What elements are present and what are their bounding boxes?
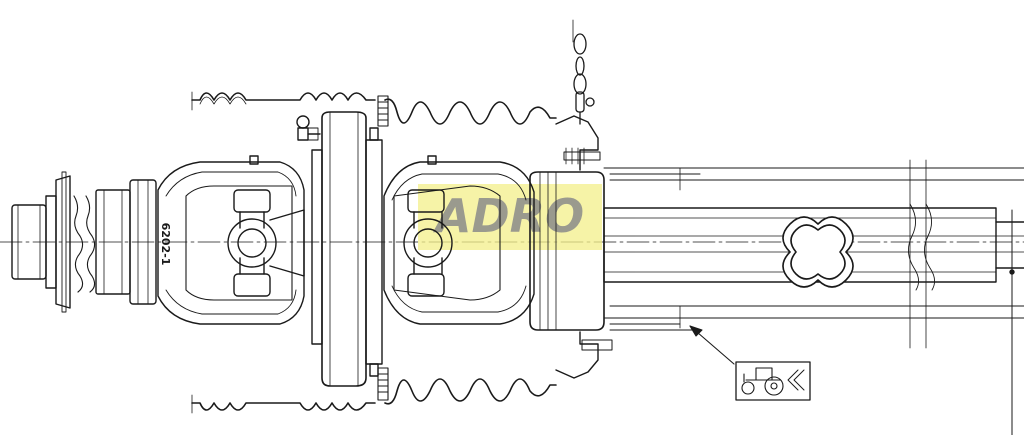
pto-spline-stub	[11, 171, 157, 313]
direction-arrow-icon	[787, 369, 805, 391]
grease-nipple-small	[249, 155, 437, 165]
grease-nipple	[296, 115, 321, 141]
watermark: ADRO	[418, 184, 602, 250]
bellows-boot	[191, 91, 557, 414]
tractor-icon	[741, 367, 784, 396]
leader-arrow	[689, 325, 735, 365]
right-yoke	[383, 161, 535, 325]
center-disc	[311, 95, 389, 401]
guard-tube	[603, 159, 1024, 349]
tractor-sticker	[735, 361, 811, 401]
watermark-text: ADRO	[433, 189, 584, 243]
safety-chain	[572, 19, 595, 125]
left-yoke	[157, 161, 305, 325]
tube-cross-section	[782, 216, 854, 288]
part-number-label: 6202-1	[159, 223, 172, 266]
bearing-housing	[529, 115, 613, 379]
end-marker	[1009, 209, 1015, 435]
